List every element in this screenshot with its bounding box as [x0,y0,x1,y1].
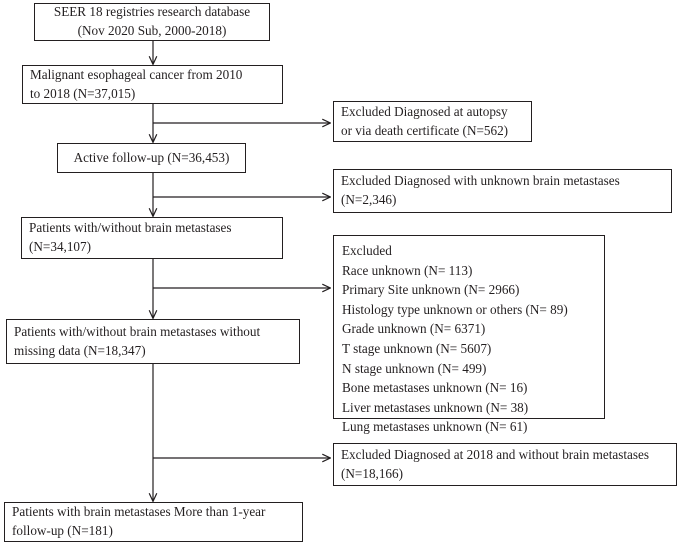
node-excluded-autopsy: Excluded Diagnosed at autopsy or via dea… [333,101,532,142]
node-malignant-cohort: Malignant esophageal cancer from 2010 to… [22,65,283,104]
excluded-list-item-liver-mets: Liver metastases unknown (N= 38) [342,399,529,415]
excluded-list-item-n-stage: N stage unknown (N= 499) [342,360,487,376]
node-brain-mets-cohort: Patients with/without brain metastases (… [21,217,283,259]
node-excluded-unknown-brain-mets: Excluded Diagnosed with unknown brain me… [333,169,672,213]
excluded-list-item-primary-site: Primary Site unknown (N= 2966) [342,282,520,298]
node-no-missing-data: Patients with/without brain metastases w… [6,319,300,364]
node-active-followup: Active follow-up (N=36,453) [57,143,246,173]
excluded-list-item-histology: Histology type unknown or others (N= 89) [342,301,568,317]
node-final-cohort: Patients with brain metastases More than… [4,502,303,542]
excluded-list-item-t-stage: T stage unknown (N= 5607) [342,340,492,356]
node-excluded-diagnosed-2018: Excluded Diagnosed at 2018 and without b… [333,443,677,486]
node-excluded-missing-variables: Excluded Race unknown (N= 113) Primary S… [333,235,605,434]
excluded-list-heading: Excluded [342,243,392,258]
excluded-list-item-bone-mets: Bone metastases unknown (N= 16) [342,380,528,396]
excluded-list-item-grade: Grade unknown (N= 6371) [342,321,486,337]
excluded-list-item-lung-mets: Lung metastases unknown (N= 61) [342,419,528,435]
node-source-database: SEER 18 registries research database (No… [34,3,270,41]
excluded-list-item-race: Race unknown (N= 113) [342,262,473,278]
